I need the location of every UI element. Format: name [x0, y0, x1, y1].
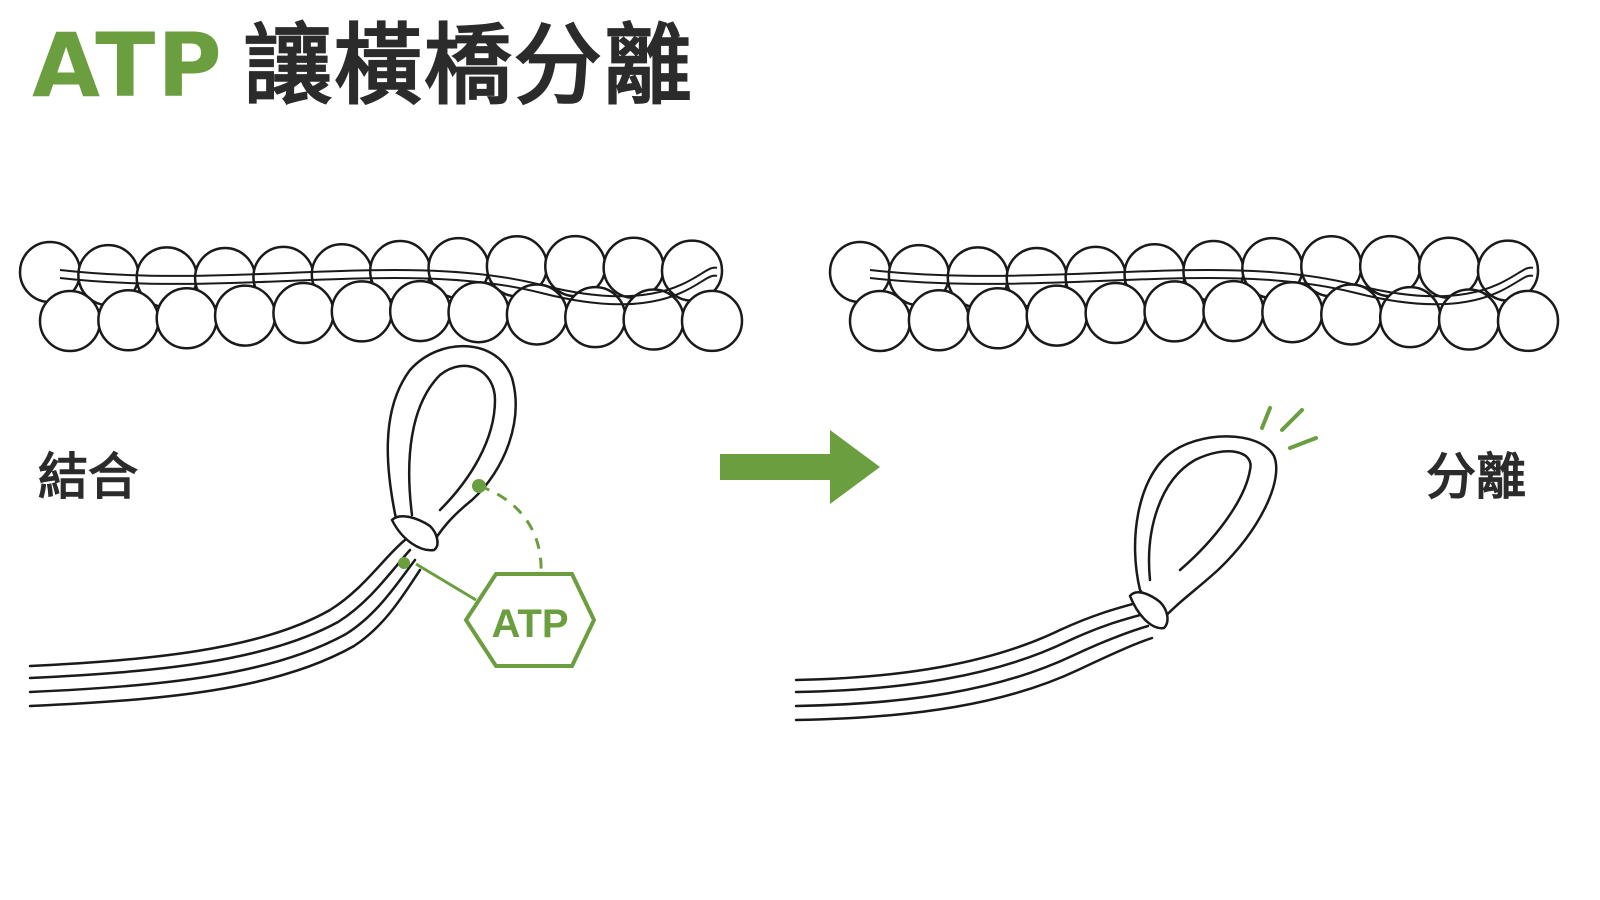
- actin-bead: [505, 283, 569, 346]
- actin-bead: [155, 287, 218, 350]
- transition-arrow: [720, 430, 880, 504]
- myosin-tail-line: [794, 636, 1154, 722]
- actin-bead: [1496, 289, 1560, 353]
- actin-bead: [848, 289, 912, 353]
- actin-bead: [622, 288, 685, 351]
- title-main: 讓橫橋分離: [243, 14, 694, 117]
- spark-line: [1280, 408, 1304, 432]
- actin-bead: [1143, 280, 1206, 343]
- actin-bead: [1202, 279, 1265, 343]
- myosin-tail-line: [28, 558, 417, 694]
- dashed-connector: [478, 484, 543, 575]
- atp-annotation: [398, 479, 597, 668]
- actin-strand: [869, 274, 1534, 306]
- spark-line: [1260, 406, 1272, 430]
- actin-bead: [213, 284, 277, 347]
- actin-bead: [272, 281, 335, 345]
- actin-bead: [447, 280, 510, 344]
- actin-bead: [330, 280, 394, 343]
- label-detached: 分離: [1426, 448, 1526, 506]
- actin-bead: [388, 279, 452, 343]
- myosin-tail-line: [28, 568, 422, 708]
- myosin-tail-line: [794, 600, 1142, 682]
- myosin-neck-ring: [1128, 591, 1169, 630]
- myosin-tail-line: [794, 612, 1146, 694]
- myosin-tail-line: [794, 624, 1150, 708]
- myosin-tail-line: [28, 538, 407, 668]
- myosin-left: [28, 344, 517, 708]
- actin-filament-right: [828, 234, 1560, 353]
- binding-dot-neck: [398, 557, 410, 569]
- myosin-head-bound: [386, 344, 517, 550]
- actin-bead: [1261, 280, 1324, 344]
- arrow-to-neck: [415, 562, 477, 602]
- myosin-head-inner: [407, 364, 497, 517]
- atp-badge-label: ATP: [491, 602, 568, 646]
- label-bound: 結合: [38, 448, 138, 506]
- actin-bead: [97, 289, 160, 352]
- actin-strand: [869, 266, 1534, 298]
- myosin-tail-line: [28, 548, 412, 680]
- actin-bead: [907, 289, 971, 352]
- actin-bead: [1084, 281, 1147, 345]
- actin-bead: [1025, 284, 1088, 347]
- actin-strand: [59, 266, 718, 298]
- myosin-head-inner: [1147, 450, 1252, 582]
- spark-line: [1288, 436, 1318, 450]
- actin-bead: [1437, 288, 1501, 351]
- myosin-right: [794, 435, 1278, 722]
- actin-filament-left: [18, 234, 744, 353]
- atp-hexagon: [463, 572, 597, 668]
- actin-strand: [59, 274, 718, 306]
- release-spark: [1260, 406, 1318, 450]
- actin-bead: [966, 287, 1030, 350]
- myosin-head-detached: [1133, 435, 1278, 622]
- actin-bead: [1320, 283, 1383, 346]
- actin-bead: [680, 289, 744, 353]
- title-atp: ATP: [32, 14, 224, 117]
- myosin-neck-ring: [390, 515, 439, 552]
- actin-bead: [38, 289, 102, 353]
